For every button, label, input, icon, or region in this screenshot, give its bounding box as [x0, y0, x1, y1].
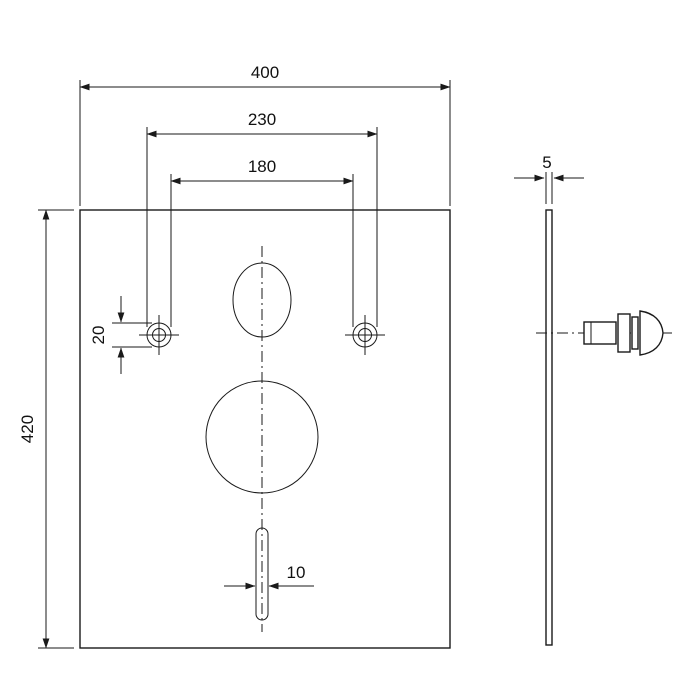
plug-shaft: [583, 321, 617, 345]
large-round-opening: [205, 380, 319, 494]
dim-hole-spacing-outer: 230: [146, 110, 378, 327]
dim-overall-width-label: 400: [251, 63, 279, 82]
dim-thickness: 5: [514, 153, 584, 204]
plug-cone-tip: [639, 310, 664, 356]
dim-hole-spacing-outer-label: 230: [248, 110, 276, 129]
bolt-hole-left: [139, 315, 179, 355]
plate-outline: [79, 209, 451, 649]
dim-slot-width: 10: [224, 563, 314, 590]
fixing-plug: [536, 310, 672, 356]
dim-thickness-label: 5: [542, 153, 551, 172]
dim-hole-spacing-inner-label: 180: [248, 157, 276, 176]
dim-overall-height: 420: [18, 209, 74, 649]
dim-hole-diameter-label: 20: [89, 326, 108, 345]
bottom-slot: [255, 527, 269, 621]
plug-ring: [631, 316, 639, 350]
front-view: [79, 209, 451, 649]
dim-overall-height-label: 420: [18, 415, 37, 443]
dim-hole-diameter: 20: [89, 296, 152, 374]
dim-overall-width: 400: [79, 63, 451, 206]
bolt-hole-right: [345, 315, 385, 355]
plug-flange: [617, 313, 631, 353]
upper-oval-opening: [232, 262, 292, 338]
dim-slot-width-label: 10: [287, 563, 306, 582]
dim-hole-spacing-inner: 180: [170, 157, 354, 327]
side-view: 5: [514, 153, 584, 646]
plate-side-profile: [545, 209, 553, 646]
